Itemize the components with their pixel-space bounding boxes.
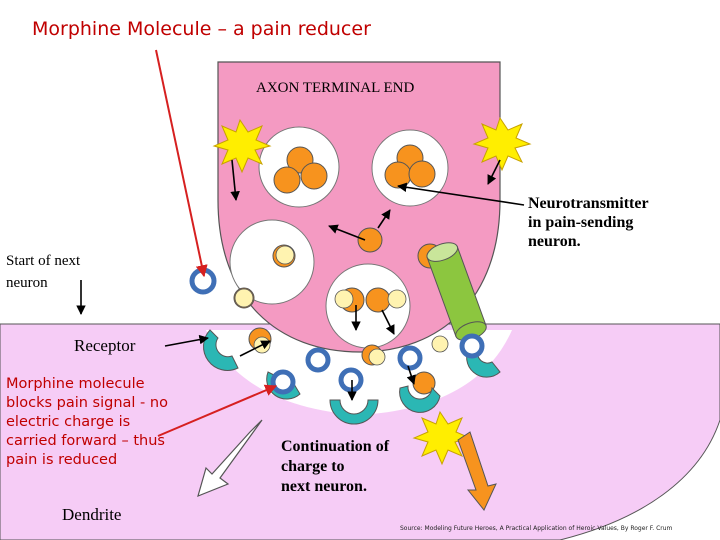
arrow — [377, 209, 391, 229]
morphine-pointer-arrow — [157, 384, 278, 437]
spark — [387, 289, 407, 309]
dendrite-body — [0, 323, 720, 540]
signal-burst — [212, 118, 272, 174]
arrow — [397, 182, 525, 206]
receptor — [329, 399, 379, 425]
axon-terminal-label: AXON TERMINAL END — [256, 80, 415, 96]
receptor — [399, 385, 441, 413]
dendrite-label: Dendrite — [62, 505, 122, 524]
spark — [368, 348, 386, 366]
arrow — [164, 334, 209, 347]
continuation-label: Continuation of charge to next neuron. — [281, 438, 390, 495]
ion-channel — [426, 242, 487, 341]
morphine-molecule — [397, 345, 423, 371]
morphine-blocks-label: Morphine molecule blocks pain signal - n… — [6, 376, 168, 468]
arrow — [328, 224, 366, 241]
arrow — [239, 340, 271, 357]
morphine-molecule — [338, 367, 364, 393]
outflow-arrow-right — [457, 431, 497, 511]
spark — [334, 289, 354, 309]
vesicle — [258, 126, 340, 208]
spark — [275, 245, 295, 265]
arrow — [381, 309, 395, 335]
signal-burst — [472, 116, 532, 172]
signal-burst — [412, 410, 472, 466]
receptor — [203, 329, 239, 371]
morphine-molecule — [270, 369, 296, 395]
title-pointer-arrow — [155, 49, 208, 278]
spark — [234, 288, 254, 308]
diagram-title: Morphine Molecule – a pain reducer — [32, 18, 371, 40]
morphine-molecule — [459, 333, 485, 359]
morphine-molecule — [305, 347, 331, 373]
arrow — [487, 159, 501, 185]
spark — [431, 335, 449, 353]
arrow — [406, 365, 416, 385]
neurotransmitter — [357, 227, 383, 253]
vesicle — [371, 129, 449, 207]
outflow-arrow-left — [197, 419, 263, 498]
start-next-neuron-label: Start of next neuron — [6, 253, 81, 291]
source-credit: Source: Modeling Future Heroes, A Practi… — [400, 525, 673, 532]
receptor-label: Receptor — [74, 336, 136, 355]
arrow — [230, 159, 240, 201]
neurotransmitter-label: Neurotransmitter in pain-sending neuron. — [528, 195, 649, 250]
